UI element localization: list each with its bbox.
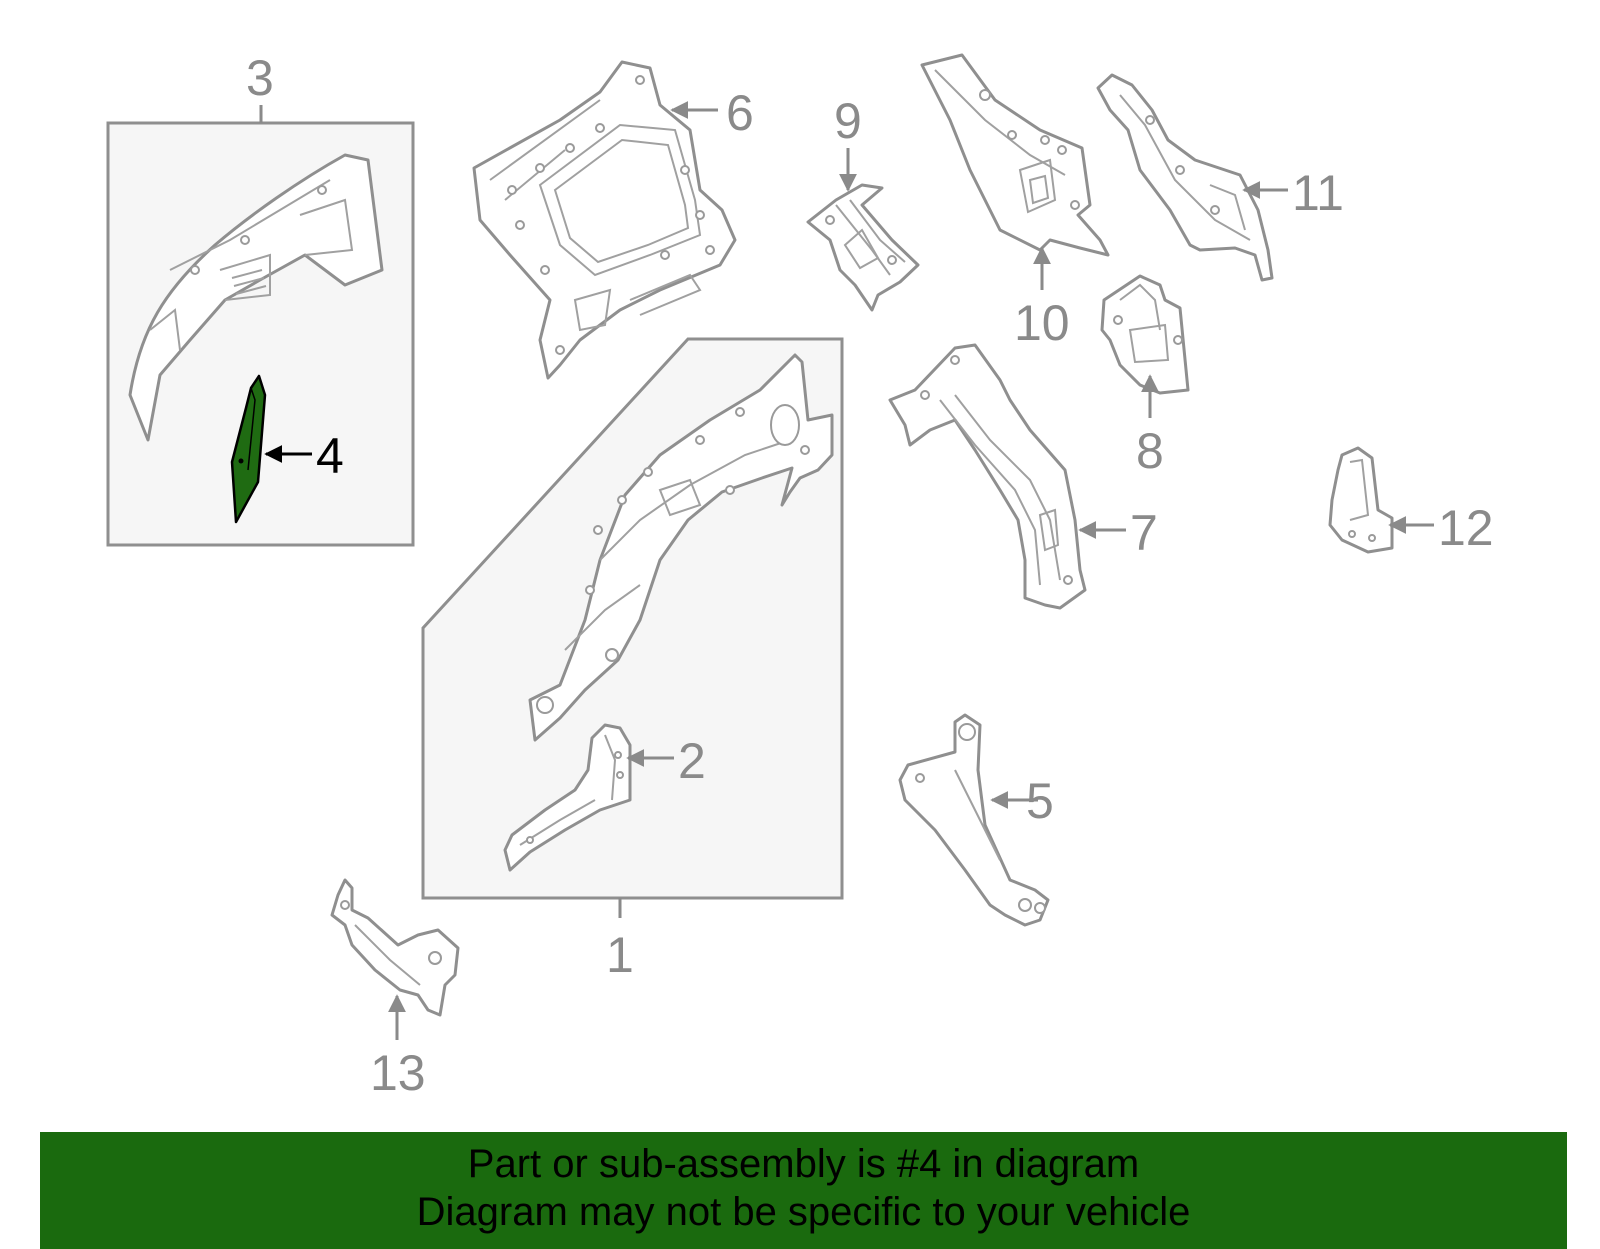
part-2-extension	[503, 723, 632, 872]
part-1-wheelhouse-outer	[528, 353, 834, 742]
callout-10: 10	[1014, 295, 1070, 351]
part-12-bracket	[1328, 446, 1394, 554]
part-6-quarter-inner	[472, 60, 737, 380]
info-banner: Part or sub-assembly is #4 in diagram Di…	[40, 1132, 1567, 1249]
callout-9: 9	[834, 93, 862, 149]
callout-8: 8	[1136, 423, 1164, 479]
part-8-bracket	[1100, 274, 1190, 395]
banner-line-1: Part or sub-assembly is #4 in diagram	[467, 1142, 1140, 1186]
part-10-rail	[920, 53, 1110, 257]
part-3-wheelhouse	[128, 153, 384, 442]
callout-2: 2	[678, 733, 706, 789]
callout-1: 1	[606, 927, 634, 983]
banner-line-2: Diagram may not be specific to your vehi…	[416, 1190, 1191, 1234]
part-7-reinforcement	[888, 343, 1087, 610]
callout-5: 5	[1026, 773, 1054, 829]
part-11-extension	[1096, 73, 1274, 282]
callout-12: 12	[1438, 500, 1494, 556]
callout-11: 11	[1292, 165, 1344, 221]
parts-diagram: 3 4 6 9 10 11 8 7 12 2 5 1 13	[106, 50, 1494, 1101]
callout-3: 3	[246, 50, 274, 106]
part-5-brace	[898, 713, 1050, 927]
part-4-highlighted	[230, 374, 267, 524]
part-13-bracket	[330, 878, 460, 1017]
callout-7: 7	[1130, 505, 1158, 561]
part-9-bracket	[806, 183, 920, 312]
callout-13: 13	[370, 1045, 426, 1101]
callout-6: 6	[726, 85, 754, 141]
callout-4: 4	[316, 428, 344, 484]
